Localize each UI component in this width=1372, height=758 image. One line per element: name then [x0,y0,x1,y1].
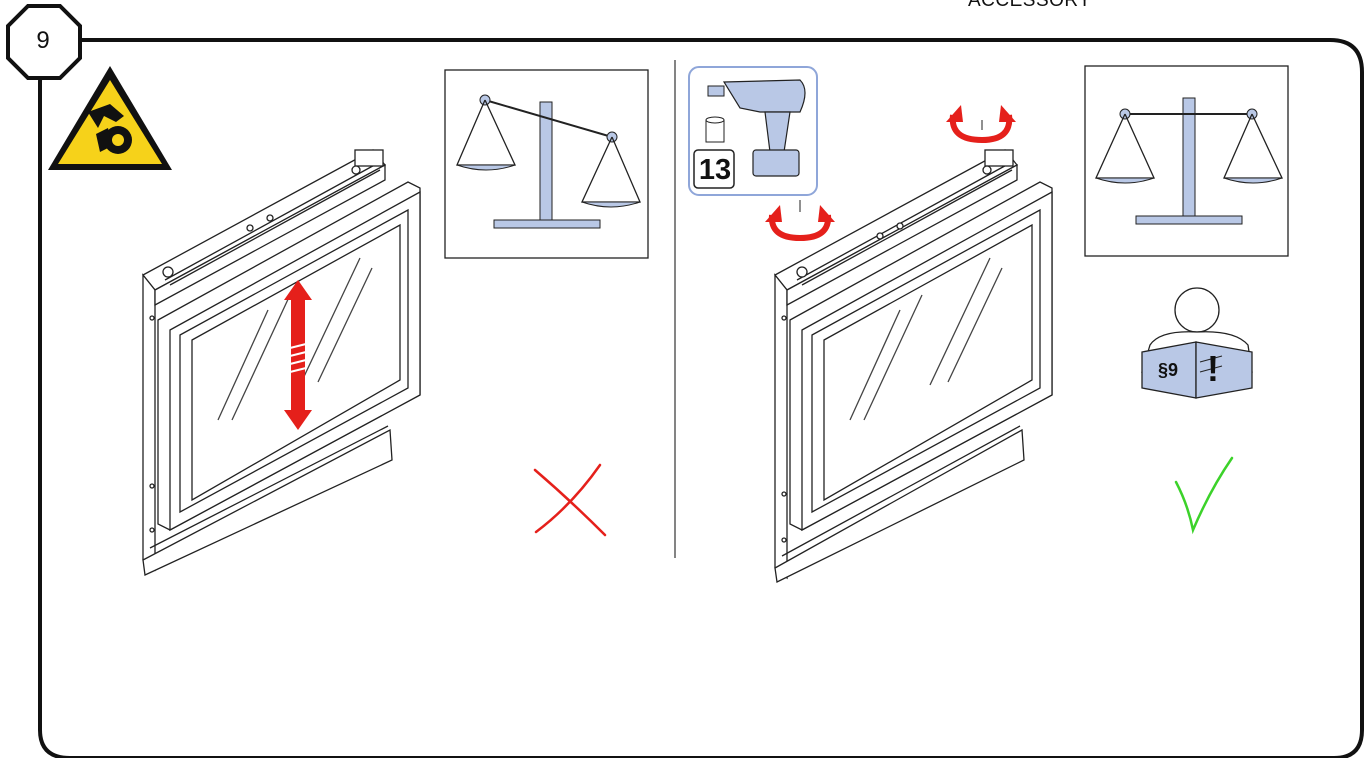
unbalanced-scale-icon [444,69,649,259]
rotate-arrow-lower [765,200,835,242]
check-mark-icon [1174,456,1234,535]
step-badge [6,4,82,80]
manual-section-label: §9 [1157,360,1179,380]
cordless-drill-icon [707,79,806,177]
cross-mark-icon [533,463,607,537]
window-frame-right [774,149,1053,583]
socket-size-label: 13 [698,154,732,186]
balanced-scale-icon [1084,65,1289,257]
hand-crush-warning-icon [48,66,172,170]
read-manual-icon [1141,287,1253,399]
vertical-movement-arrow [284,280,312,430]
tool-panel [688,66,818,196]
step-number: 9 [36,27,50,54]
window-frame-left [142,149,421,576]
socket-size-box [693,149,735,189]
socket-icon [705,116,725,143]
manual-exclamation: ! [1207,348,1219,389]
accessory-header: ACCESSORY [968,0,1092,11]
rotate-arrow-upper [946,105,1016,144]
